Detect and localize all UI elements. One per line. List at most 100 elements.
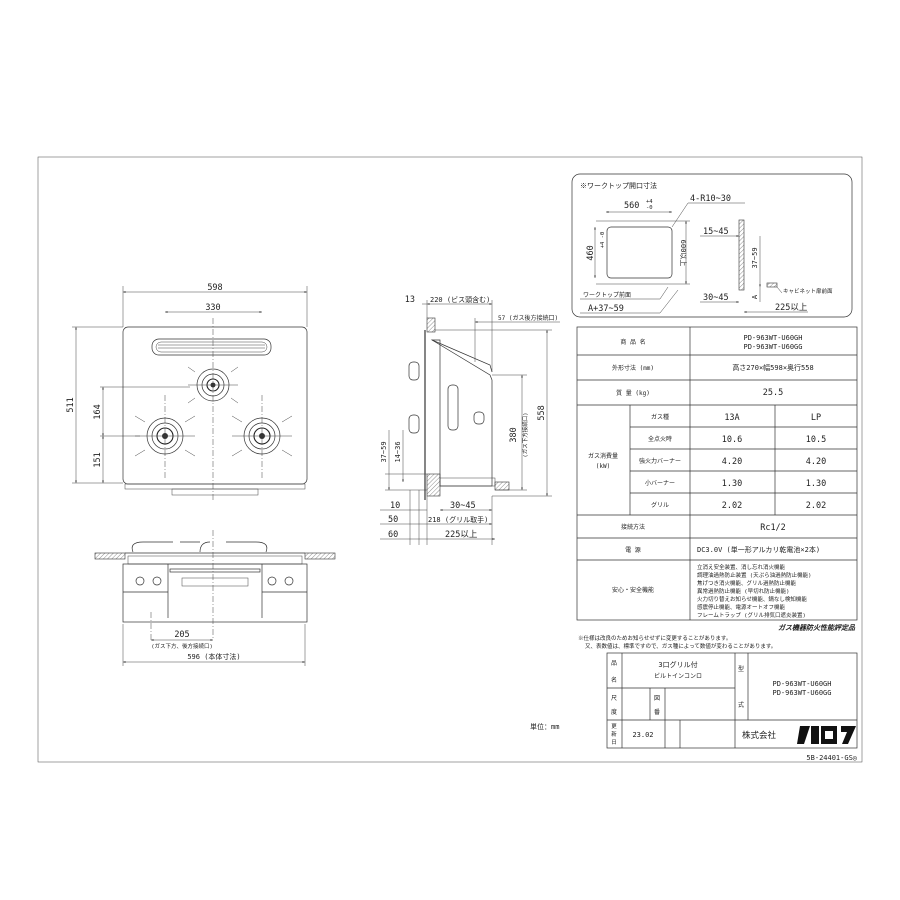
svg-text:番: 番 — [654, 709, 660, 716]
svg-text:更: 更 — [611, 723, 617, 730]
dim-164: 164 — [93, 404, 103, 419]
svg-text:全点火時: 全点火時 — [648, 435, 672, 443]
dim-380-note: (ガス下方接続口) — [521, 412, 529, 457]
dim-380: 380 — [509, 427, 519, 442]
mass-value: 25.5 — [763, 388, 783, 398]
grill-vent — [151, 338, 272, 356]
dim-598: 598 — [207, 283, 222, 293]
top-view: 598 330 511 164 151 — [66, 283, 308, 500]
worktop-opening-inset: ※ワークトップ開口寸法 560 +4 -0 460 +4 -0 600以上 4-… — [571, 173, 853, 318]
svg-text:(kW): (kW) — [596, 463, 610, 470]
gas-row: 小バーナー 1.30 1.30 — [645, 479, 826, 489]
dim-218: 218 (グリル取手) — [428, 515, 488, 524]
dim-30-45: 30~45 — [450, 501, 476, 511]
worktop-section — [738, 219, 745, 291]
knob — [135, 576, 145, 586]
dim-330: 330 — [205, 303, 220, 313]
dim-225-inset: 225以上 — [775, 303, 808, 313]
counter-right — [304, 552, 336, 560]
cooktop-front — [122, 563, 308, 623]
worktop-front-label: ワークトップ前面 — [583, 291, 631, 299]
dimensions-value: 高さ270×幅598×奥行558 — [732, 363, 813, 372]
gas-row: 全点火時 10.6 10.5 — [648, 435, 826, 445]
front-view: 205 (ガス下方、後方接続口) 596 (本体寸法) — [94, 530, 336, 666]
power-value: DC3.0V (単一形アルカリ乾電池×2本) — [697, 545, 820, 554]
product-label: 商 品 名 — [620, 338, 645, 346]
svg-text:名: 名 — [611, 676, 617, 684]
pan-supports — [131, 541, 268, 553]
svg-text:図: 図 — [654, 695, 660, 702]
svg-text:火力切り替えお知らせ機能、鍋なし検知機能: 火力切り替えお知らせ機能、鍋なし検知機能 — [697, 595, 807, 603]
svg-text:1.30: 1.30 — [722, 479, 742, 489]
worktop-title: ※ワークトップ開口寸法 — [580, 181, 657, 190]
knob — [152, 576, 162, 586]
burner-left — [134, 415, 196, 457]
grill-handle — [171, 488, 259, 496]
spec-table: 商 品 名 PD-963WT-U60GH PD-963WT-U60GG 外形寸法… — [576, 326, 858, 621]
grill-door-handle — [169, 568, 261, 573]
cooktop-body — [122, 326, 308, 485]
unit-label: 単位：mm — [530, 722, 559, 731]
svg-text:焦げつき消火機能、グリル過熱防止機能: 焦げつき消火機能、グリル過熱防止機能 — [697, 579, 797, 587]
burner-rear — [187, 366, 239, 404]
dim-13: 13 — [405, 295, 415, 305]
power-label: 電 源 — [625, 546, 641, 554]
dim-560: 560 — [624, 201, 639, 211]
gas-row: 強火力バーナー 4.20 4.20 — [639, 457, 826, 467]
svg-text:グリル: グリル — [651, 501, 669, 509]
drawing-code: 5B-24401-GS◎ — [806, 754, 857, 762]
svg-text:ガス種: ガス種 — [651, 413, 669, 421]
svg-text:LP: LP — [811, 413, 821, 423]
dim-10: 10 — [390, 501, 400, 511]
dim-225: 225以上 — [445, 530, 478, 540]
dim-220: 220 (ビス頭含む) — [430, 295, 490, 304]
svg-text:+4 -0: +4 -0 — [600, 232, 606, 249]
note-2: 又、表数値は、標準ですので、ガス種によって数値が変わることがあります。 — [585, 642, 776, 650]
dim-15-45: 15~45 — [703, 227, 729, 237]
dim-57: 57 (ガス後方接続口) — [498, 314, 558, 322]
svg-text:尺: 尺 — [611, 695, 617, 702]
safety-label: 安心・安全機能 — [612, 586, 654, 594]
svg-text:品: 品 — [611, 660, 617, 667]
svg-text:2.02: 2.02 — [722, 501, 742, 511]
dim-37-59-inset: 37~59 — [751, 247, 759, 268]
gas-row: ガス種 13A LP — [651, 413, 821, 423]
svg-text:新: 新 — [611, 730, 617, 738]
mass-label: 質 量 (kg) — [616, 389, 650, 397]
dim-a: A+37~59 — [588, 304, 624, 314]
knob — [267, 576, 277, 586]
dimensions-label: 外形寸法 (mm) — [612, 364, 654, 372]
svg-text:日: 日 — [611, 739, 617, 746]
product-value-2: PD-963WT-U60GG — [743, 343, 802, 351]
svg-text:度: 度 — [611, 708, 617, 716]
dim-460: 460 — [586, 245, 596, 260]
dim-600: 600以上 — [679, 240, 688, 267]
certification: ガス機器防火性能評定品 — [778, 623, 856, 632]
svg-text:式: 式 — [738, 701, 744, 709]
cabinet-label: キャビネット扉前面 — [783, 287, 833, 295]
burner-right — [231, 415, 293, 457]
svg-text:2.02: 2.02 — [806, 501, 826, 511]
svg-text:フレームトラップ (グリル排気口遮炎装置): フレームトラップ (グリル排気口遮炎装置) — [697, 611, 806, 619]
dim-558: 558 — [537, 405, 547, 420]
connection-value: Rc1/2 — [760, 523, 786, 533]
knob-side — [408, 361, 420, 381]
gas-consumption-label: ガス消費量 — [588, 452, 618, 460]
dim-151: 151 — [93, 452, 103, 467]
gas-inlet-note: (ガス下方、後方接続口) — [151, 642, 213, 650]
svg-text:-0: -0 — [646, 205, 653, 211]
dim-30-45-inset: 30~45 — [703, 293, 729, 303]
connection-label: 接続方法 — [621, 523, 645, 531]
model-1: PD-963WT-U60GH — [772, 680, 831, 688]
company-name: 株式会社 — [742, 730, 777, 741]
svg-text:+4: +4 — [646, 199, 653, 205]
svg-text:13A: 13A — [724, 413, 739, 423]
updated-date: 23.02 — [632, 731, 653, 739]
cabinet-door — [766, 282, 778, 288]
sheet-border — [37, 156, 863, 763]
svg-text:1.30: 1.30 — [806, 479, 826, 489]
note-1: ※仕様は改良のためお知らせせずに変更することがあります。 — [578, 634, 731, 642]
product-value-1: PD-963WT-U60GH — [743, 334, 802, 342]
dim-596: 596 (本体寸法) — [187, 652, 240, 661]
